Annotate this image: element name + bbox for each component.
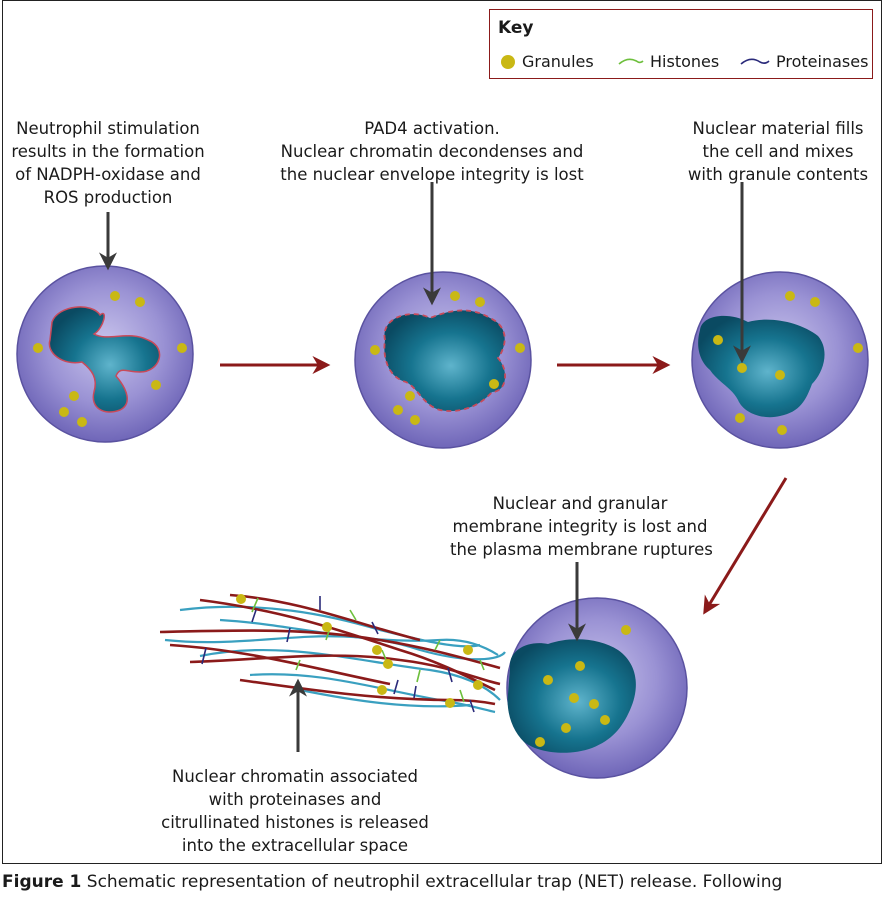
step-2-label: PAD4 activation. Nuclear chromatin decon… (280, 119, 584, 184)
cell-2-nucleus (383, 309, 506, 412)
pointer-arrows (99, 182, 751, 752)
cell-2-granules (370, 291, 525, 425)
figure-caption: Figure 1 Schematic representation of neu… (2, 872, 782, 892)
key-item-proteinases: Proteinases (740, 52, 868, 71)
cell-2-decondensing-nucleus (354, 271, 532, 449)
key-legend: Key Granules Histones Proteinases (489, 9, 873, 79)
cell-3-granules (713, 291, 863, 435)
key-title: Key (498, 18, 534, 38)
key-label-proteinases: Proteinases (776, 52, 869, 71)
figure-frame (2, 0, 882, 864)
key-item-histones: Histones (618, 52, 719, 71)
cell-3-nucleus-fills-cell (691, 271, 869, 449)
key-label-granules: Granules (522, 52, 594, 71)
key-label-histones: Histones (650, 52, 720, 71)
flow-arrows (220, 356, 788, 615)
cell-4-ruptured-membrane (506, 597, 688, 779)
key-item-granules: Granules (500, 52, 594, 71)
proteinase-icon (740, 57, 770, 65)
cell-1-granules (33, 291, 187, 427)
cell-4-granules (535, 625, 631, 747)
step-1-label: Neutrophil stimulation results in the fo… (11, 119, 205, 207)
step-3-label: Nuclear material fills the cell and mixe… (687, 119, 869, 184)
net-chromatin-fibers (159, 593, 506, 714)
cell-1-multilobed-nucleus (48, 306, 161, 413)
step-4-label: Nuclear and granular membrane integrity … (450, 494, 713, 559)
step-5-label: Nuclear chromatin associated with protei… (161, 767, 429, 855)
caption-text: Schematic representation of neutrophil e… (86, 872, 783, 892)
cell-3-nucleus (698, 315, 825, 418)
histone-icon (618, 57, 644, 65)
caption-label: Figure 1 (2, 872, 82, 892)
cell-1-resting-neutrophil (16, 265, 194, 443)
granule-icon (501, 54, 515, 69)
flow-arrow-3 (703, 477, 788, 615)
